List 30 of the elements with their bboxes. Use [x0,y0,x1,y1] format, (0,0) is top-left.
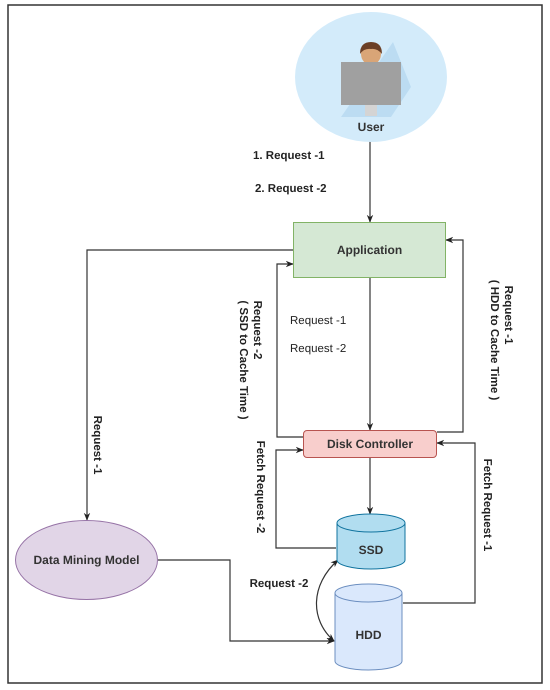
node-label: User [358,120,384,134]
node-label: HDD [356,628,382,642]
edge-label: Request -1 [502,286,514,344]
request-label: Request -2 [290,343,346,355]
process-box [293,222,446,278]
request-label: Request -1 [290,315,346,327]
request-label: ( SSD to Cache Time ) [237,300,249,420]
process-box [303,430,437,458]
arrow [316,559,339,642]
arrow [403,440,476,604]
arrow [275,446,336,549]
request-label: 2. Request -2 [255,183,327,195]
request-label: 1. Request -1 [253,150,325,162]
arrow [366,458,374,515]
node-label: Data Mining Model [34,553,140,567]
node-label: Application [336,243,402,257]
node-label: SSD [358,542,384,556]
arrow [437,236,464,433]
edge-label: Request -2 [251,300,263,360]
arrow [84,249,293,521]
edge-label: Fetch Request -2 [254,440,266,534]
request-label: ( HDD to Cache Time ) [488,280,500,400]
arrow [158,559,335,644]
edge-label: Request -1 [91,416,103,474]
node-label: Disk Controller [326,437,413,451]
arrow [366,278,374,431]
edge-label: Request -2 [250,578,308,590]
arrow [276,260,303,438]
edge-label: Fetch Request -1 [481,458,493,552]
arrow [366,140,374,223]
